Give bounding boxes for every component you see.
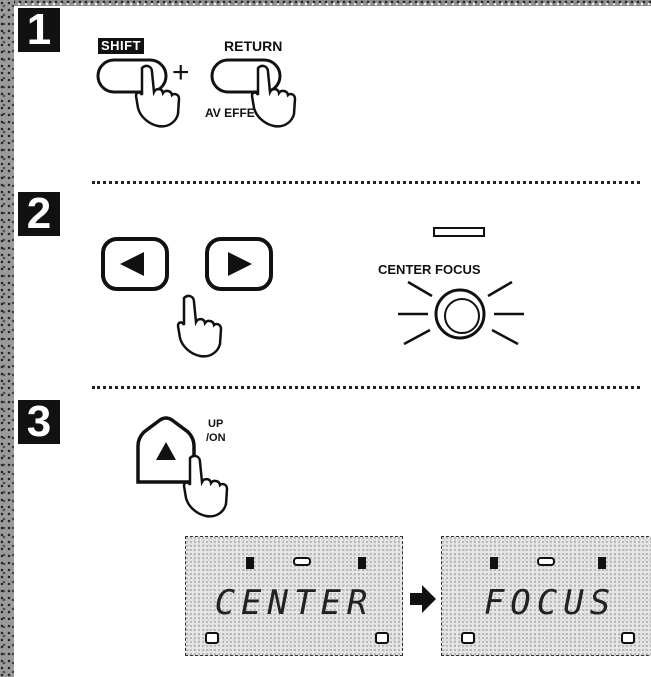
on-label: /ON: [206, 432, 226, 444]
hand-pointer-icon: [244, 62, 314, 132]
display-panel-focus: FOCUS: [441, 536, 651, 656]
indicator-lamp-icon: [432, 226, 488, 240]
arrow-right-icon: [408, 584, 438, 614]
display-text-center: CENTER: [186, 583, 402, 623]
right-arrow-button-icon[interactable]: [204, 236, 276, 294]
display-text-focus: FOCUS: [442, 583, 651, 623]
speaker-icon: [398, 278, 528, 358]
separator-2: [92, 386, 640, 389]
hand-pointer-icon: [170, 292, 240, 362]
top-edge-texture: [0, 0, 651, 6]
hand-pointer-icon: [128, 62, 198, 132]
shift-label: SHIFT: [98, 38, 144, 54]
up-label: UP: [208, 418, 223, 430]
display-panel-center: CENTER: [185, 536, 403, 656]
step-3-badge: 3: [18, 400, 60, 444]
left-edge-texture: [0, 0, 14, 677]
return-label: RETURN: [224, 38, 282, 54]
left-arrow-button-icon[interactable]: [100, 236, 172, 294]
separator-1: [92, 181, 640, 184]
hand-pointer-icon: [176, 452, 246, 522]
step-1-badge: 1: [18, 8, 60, 52]
center-focus-label: CENTER FOCUS: [378, 262, 481, 277]
step-2-badge: 2: [18, 192, 60, 236]
